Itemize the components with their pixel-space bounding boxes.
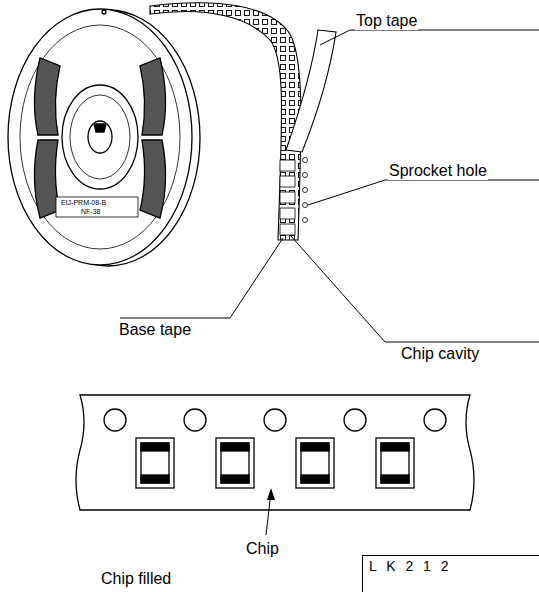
marking-box: L K 2 1 2	[362, 555, 539, 592]
reel-marking: NF-38	[80, 208, 101, 216]
caption-label: Chip filled	[100, 570, 172, 588]
chip	[136, 438, 174, 488]
sprocket-hole	[184, 409, 206, 431]
leader-lines	[120, 30, 539, 342]
carrier-tape	[150, 3, 336, 240]
chip	[216, 438, 254, 488]
reel	[8, 9, 200, 266]
chip	[376, 438, 414, 488]
part-label: Chip cavity	[400, 345, 480, 363]
marking-text: L K 2 1 2	[363, 556, 539, 576]
tape-strip-detail	[76, 395, 474, 535]
reel-marking: EIJ-PRM-08-B	[60, 199, 107, 207]
chip	[296, 438, 334, 488]
part-label: Top tape	[355, 12, 418, 30]
sprocket-hole	[344, 409, 366, 431]
part-label: Sprocket hole	[388, 162, 488, 180]
part-label: Base tape	[118, 321, 192, 339]
part-label: Chip	[245, 540, 280, 558]
sprocket-hole	[424, 409, 446, 431]
sprocket-hole	[104, 409, 126, 431]
sprocket-hole	[264, 409, 286, 431]
